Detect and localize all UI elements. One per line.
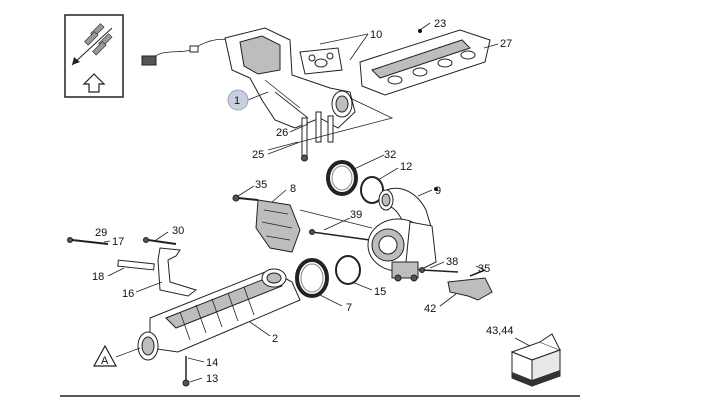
callout-23: 23 — [434, 18, 446, 30]
exhaust-manifold — [359, 29, 491, 96]
support-bracket — [419, 267, 493, 301]
egr-cooler — [137, 268, 301, 387]
callout-12: 12 — [400, 161, 412, 173]
view-marker: A — [92, 344, 118, 367]
orientation-icon — [64, 14, 124, 98]
gasket-ring — [335, 255, 361, 285]
highlight-badge — [227, 89, 249, 111]
seal-ring — [360, 176, 384, 204]
callout-1: 1 — [234, 95, 240, 107]
v-band-clamp — [326, 160, 358, 196]
callout-26: 26 — [276, 127, 288, 139]
sealant-kit — [510, 333, 562, 387]
callout-29: 29 — [95, 227, 107, 239]
callout-42: 42 — [424, 303, 436, 315]
callout-15: 15 — [374, 286, 386, 298]
callout-10: 10 — [370, 29, 382, 41]
callout-32: 32 — [384, 149, 396, 161]
callout-25: 25 — [252, 149, 264, 161]
callout-35-lower: 35 — [478, 263, 490, 275]
heat-shield — [255, 199, 301, 253]
bolts — [232, 194, 373, 241]
callout-16: 16 — [122, 288, 134, 300]
callout-8: 8 — [290, 183, 296, 195]
callout-14: 14 — [206, 357, 218, 369]
gasket — [299, 47, 343, 75]
turbocharger — [367, 218, 437, 282]
sensor-cable — [141, 38, 231, 66]
callout-18: 18 — [92, 271, 104, 283]
callout-labels: 1 10 23 27 26 25 32 12 9 35 8 39 29 17 3… — [92, 18, 514, 385]
callout-38: 38 — [446, 256, 458, 268]
callout-27: 27 — [500, 38, 512, 50]
view-marker-label: A — [101, 355, 109, 367]
egr-valve-assembly — [224, 27, 356, 129]
callout-30: 30 — [172, 225, 184, 237]
leader-lines — [103, 22, 531, 383]
long-bolts — [67, 237, 155, 271]
callout-9: 9 — [435, 185, 441, 197]
callout-43-44: 43,44 — [486, 325, 514, 337]
callout-13: 13 — [206, 373, 218, 385]
callout-7: 7 — [346, 302, 352, 314]
hose-clamp — [295, 258, 329, 298]
callout-39: 39 — [350, 209, 362, 221]
cooler-bracket — [143, 237, 198, 297]
studs — [301, 111, 334, 162]
callout-2: 2 — [272, 333, 278, 345]
callout-35-upper: 35 — [255, 179, 267, 191]
callout-17: 17 — [112, 236, 124, 248]
